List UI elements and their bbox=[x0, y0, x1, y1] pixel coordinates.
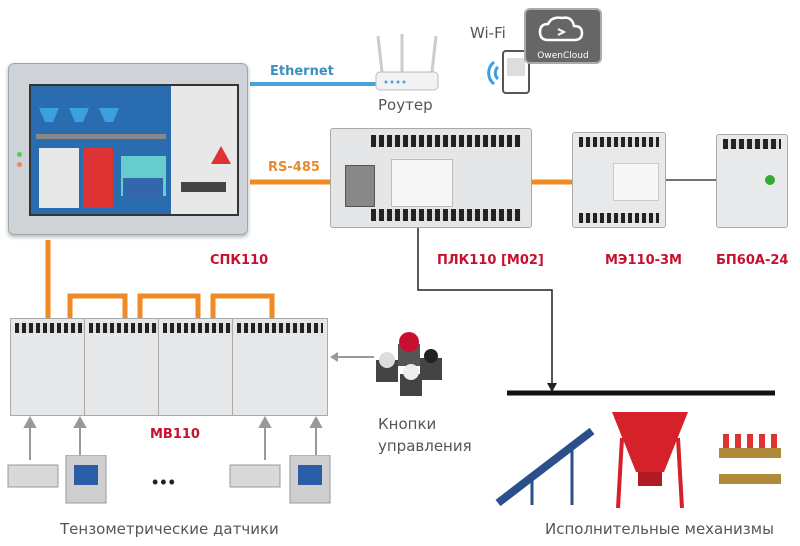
plc-device bbox=[330, 128, 532, 228]
psu-label: БП60А-24 bbox=[716, 253, 789, 268]
modules-label: МВ110 bbox=[150, 427, 200, 442]
io-module-label: МЭ110-3М bbox=[605, 253, 682, 268]
hmi-screen bbox=[29, 84, 239, 216]
cloud-label: OwenCloud bbox=[537, 51, 589, 61]
control-buttons-image bbox=[376, 332, 442, 396]
buttons-caption: Кнопки управления bbox=[378, 415, 472, 455]
sensor-arrows bbox=[23, 415, 323, 460]
valve-manifold-image bbox=[719, 434, 781, 484]
load-cells-image bbox=[7, 455, 331, 504]
plc-front-panel bbox=[391, 159, 453, 207]
router-device bbox=[375, 34, 439, 91]
plc-ports bbox=[345, 165, 375, 207]
buttons-arrowhead bbox=[330, 352, 338, 362]
module-bridge-2 bbox=[137, 293, 201, 322]
hopper-image bbox=[612, 412, 688, 509]
mv110-module-4 bbox=[232, 318, 328, 416]
panel-led-2 bbox=[17, 162, 22, 167]
sensors-ellipsis: ••• bbox=[152, 472, 177, 492]
module-bridge-3 bbox=[210, 293, 275, 322]
cloud-icon bbox=[538, 16, 584, 42]
conveyor-image bbox=[495, 427, 595, 507]
router-label: Роутер bbox=[378, 96, 433, 114]
module-bridge-1 bbox=[67, 293, 128, 322]
mv110-module-2 bbox=[84, 318, 166, 416]
plc-actuator-line bbox=[417, 228, 553, 385]
plc-label: ПЛК110 [М02] bbox=[437, 253, 544, 268]
hmi-screen-graphic bbox=[31, 86, 237, 214]
psu-device bbox=[716, 134, 788, 228]
mv110-module-1 bbox=[10, 318, 92, 416]
panel-led-1 bbox=[17, 152, 22, 157]
mv110-module-3 bbox=[158, 318, 240, 416]
plc-terminal-top bbox=[371, 135, 521, 147]
actuator-arrowhead bbox=[547, 383, 557, 392]
owencloud-badge: OwenCloud bbox=[524, 8, 602, 64]
wifi-icon bbox=[487, 60, 500, 86]
plc-terminal-bottom bbox=[371, 209, 521, 221]
sensors-caption: Тензометрические датчики bbox=[60, 520, 279, 538]
io-module-device bbox=[572, 132, 666, 228]
hmi-panel bbox=[8, 63, 248, 235]
actuators-caption: Исполнительные механизмы bbox=[545, 520, 774, 538]
rs485-label: RS-485 bbox=[268, 160, 320, 175]
ethernet-label: Ethernet bbox=[270, 64, 334, 79]
panel-label: СПК110 bbox=[210, 253, 269, 268]
wifi-label: Wi-Fi bbox=[470, 24, 506, 42]
